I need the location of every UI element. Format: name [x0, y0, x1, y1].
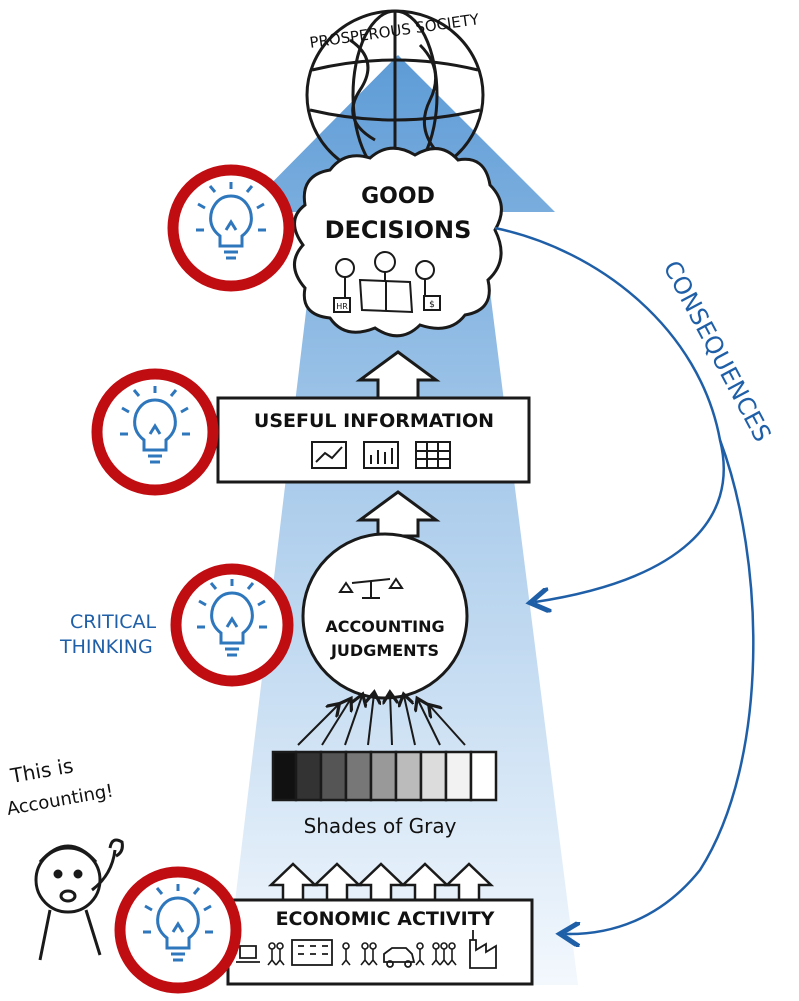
lightbulb-icon [197, 579, 267, 657]
accounting-judgments-line1: ACCOUNTING [325, 617, 444, 636]
people-group-icon [333, 251, 441, 314]
lightbulb-ring-3 [170, 563, 294, 687]
critical-thinking-line1: CRITICAL [70, 611, 157, 633]
shades-of-gray-bar [271, 750, 498, 802]
lightbulb-icon [143, 884, 213, 962]
consequences-label: CONSEQUENCES [658, 256, 777, 446]
stick-figure-icon [34, 838, 124, 961]
critical-thinking-line2: THINKING [59, 636, 153, 658]
useful-information-box: USEFUL INFORMATION [216, 396, 531, 484]
accounting-judgments-line2: JUDGMENTS [330, 641, 439, 660]
economic-activity-label: ECONOMIC ACTIVITY [276, 908, 495, 930]
up-arrow-to-decisions [355, 350, 441, 400]
good-decisions-line2: DECISIONS [325, 216, 472, 244]
laptop-icon [236, 945, 260, 963]
person-icon [267, 942, 457, 966]
useful-information-label: USEFUL INFORMATION [254, 410, 494, 432]
dollar-label: $ [429, 300, 435, 310]
bar-chart-icon [363, 441, 399, 469]
table-icon [415, 441, 451, 469]
hr-label: HR [336, 302, 348, 311]
shades-of-gray-label: Shades of Gray [304, 814, 457, 838]
factory-icon [469, 930, 497, 969]
good-decisions-cloud: GOOD DECISIONS HR $ [293, 146, 503, 338]
consequences-arrows [494, 226, 755, 934]
lightbulb-icon [196, 182, 266, 260]
car-icon [383, 947, 416, 968]
economic-activity-box: ECONOMIC ACTIVITY [226, 898, 534, 986]
good-decisions-line1: GOOD [361, 184, 435, 209]
line-chart-icon [311, 441, 347, 469]
lightbulb-ring-2 [91, 368, 219, 496]
scale-icon [338, 577, 404, 599]
lightbulb-ring-1 [167, 164, 295, 292]
lightbulb-ring-4 [114, 866, 242, 994]
speech-line2: Accounting! [5, 781, 115, 820]
accounting-judgments-circle: ACCOUNTING JUDGMENTS [301, 532, 469, 700]
lightbulb-icon [120, 386, 190, 464]
speech-line1: This is [8, 753, 75, 788]
building-icon [291, 939, 333, 966]
judgment-input-arrows [297, 694, 466, 746]
up-arrow-to-information [355, 490, 441, 538]
